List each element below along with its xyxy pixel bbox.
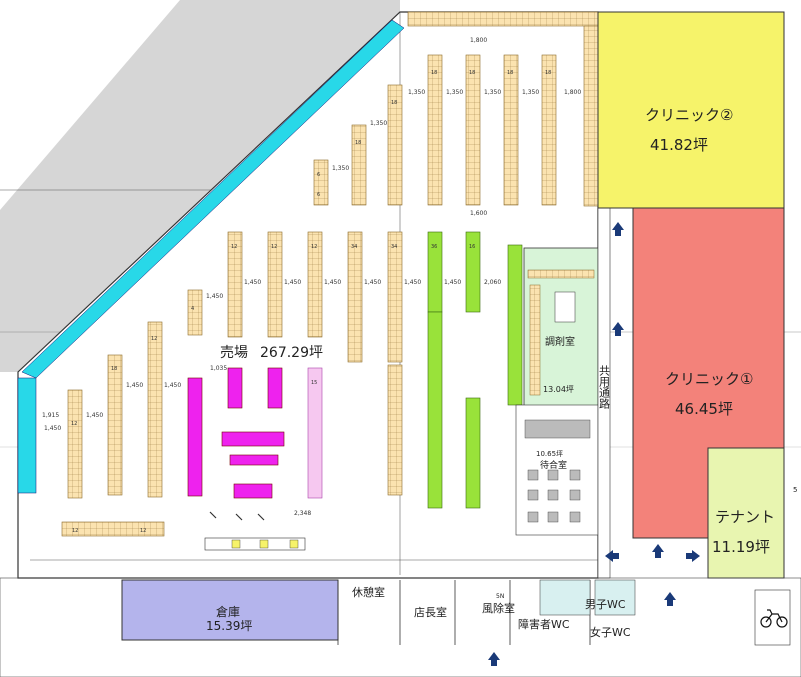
svg-text:12: 12 — [140, 528, 146, 534]
wall-shelf-right — [583, 25, 599, 207]
svg-text:1,450: 1,450 — [244, 279, 261, 286]
svg-text:18: 18 — [111, 366, 117, 372]
svg-text:1,450: 1,450 — [206, 293, 223, 300]
svg-text:1,450: 1,450 — [284, 279, 301, 286]
storage-name: 倉庫 — [216, 604, 240, 619]
svg-text:1,350: 1,350 — [408, 89, 425, 96]
svg-text:12: 12 — [271, 244, 277, 250]
accessible-wc-name: 障害者WC — [518, 617, 570, 631]
left-wall-shelf — [17, 377, 37, 494]
clinic2-name: クリニック② — [645, 106, 733, 124]
svg-text:2,060: 2,060 — [484, 279, 501, 286]
svg-text:18: 18 — [545, 70, 551, 76]
dimension-labels: 1,350 1,350 1,350 1,350 1,800 1,350 1,35… — [42, 37, 581, 517]
svg-text:1,450: 1,450 — [324, 279, 341, 286]
tenant-name: テナント — [715, 508, 775, 526]
womens-wc-name: 女子WC — [590, 625, 631, 639]
svg-text:1,800: 1,800 — [470, 37, 487, 44]
dispensary-area: 13.04坪 — [543, 385, 574, 394]
svg-text:4: 4 — [191, 306, 194, 312]
bicycle-icon — [760, 609, 788, 628]
svg-text:1,350: 1,350 — [484, 89, 501, 96]
svg-text:6: 6 — [317, 172, 320, 178]
svg-text:1,450: 1,450 — [364, 279, 381, 286]
svg-text:1,350: 1,350 — [332, 165, 349, 172]
svg-text:12: 12 — [311, 244, 317, 250]
svg-text:1,450: 1,450 — [444, 279, 461, 286]
svg-text:1,350: 1,350 — [446, 89, 463, 96]
svg-text:1,350: 1,350 — [522, 89, 539, 96]
manager-room-name: 店長室 — [414, 605, 447, 619]
svg-text:34: 34 — [391, 244, 397, 250]
dispensary-name: 調剤室 — [545, 335, 575, 348]
svg-text:6: 6 — [317, 192, 320, 198]
shelf-group-top — [313, 54, 557, 206]
clinic2-area: 41.82坪 — [650, 136, 708, 154]
svg-text:18: 18 — [469, 70, 475, 76]
clinic1-name: クリニック① — [665, 370, 753, 388]
windbreak-name: 風除室 — [482, 601, 515, 615]
svg-text:12: 12 — [231, 244, 237, 250]
tenant-area: 11.19坪 — [712, 538, 770, 556]
svg-text:18: 18 — [507, 70, 513, 76]
mens-wc-name: 男子WC — [585, 598, 626, 611]
sales-floor-name: 売場 — [220, 345, 248, 361]
waiting-name: 待合室 — [540, 459, 567, 471]
clinic-2 — [597, 11, 785, 209]
shelf-group-middle — [187, 231, 523, 406]
svg-text:16: 16 — [469, 244, 475, 250]
shelf-group-lower — [61, 311, 481, 537]
svg-text:18: 18 — [391, 100, 397, 106]
svg-text:1,450: 1,450 — [404, 279, 421, 286]
sales-floor-area: 267.29坪 — [260, 345, 323, 361]
svg-text:1,450: 1,450 — [164, 382, 181, 389]
promo-islands — [221, 367, 285, 499]
waiting-area: 10.65坪 — [536, 450, 563, 458]
up-arrow-icon — [488, 222, 700, 666]
svg-text:1,450: 1,450 — [44, 425, 61, 432]
shelf-count-labels: 18 18 18 18 18 18 6 6 4 12 12 12 12 12 3… — [71, 70, 551, 534]
svg-text:1,350: 1,350 — [370, 120, 387, 127]
svg-text:1,035: 1,035 — [210, 365, 227, 372]
svg-text:1,600: 1,600 — [470, 210, 487, 217]
svg-text:1,450: 1,450 — [126, 382, 143, 389]
exterior-area — [0, 0, 400, 372]
svg-text:1,450: 1,450 — [86, 412, 103, 419]
svg-text:15: 15 — [311, 380, 317, 386]
svg-text:36: 36 — [431, 244, 437, 250]
svg-text:18: 18 — [355, 140, 361, 146]
svg-text:34: 34 — [351, 244, 357, 250]
svg-text:1,915: 1,915 — [42, 412, 59, 419]
door-label: 5N — [496, 593, 504, 600]
svg-text:18: 18 — [431, 70, 437, 76]
svg-text:12: 12 — [72, 528, 78, 534]
checkout-area — [204, 511, 306, 551]
corridor-name: 共用通路 — [598, 365, 611, 410]
storage-area: 15.39坪 — [206, 619, 252, 633]
svg-text:2,348: 2,348 — [294, 510, 311, 517]
tenant-space — [707, 447, 785, 579]
svg-text:12: 12 — [71, 421, 77, 427]
wall-shelf-top — [407, 11, 599, 27]
break-room-name: 休憩室 — [352, 585, 385, 599]
edge-label: 5 — [793, 486, 797, 494]
svg-text:1,800: 1,800 — [564, 89, 581, 96]
svg-text:12: 12 — [151, 336, 157, 342]
clinic1-area: 46.45坪 — [675, 400, 733, 418]
